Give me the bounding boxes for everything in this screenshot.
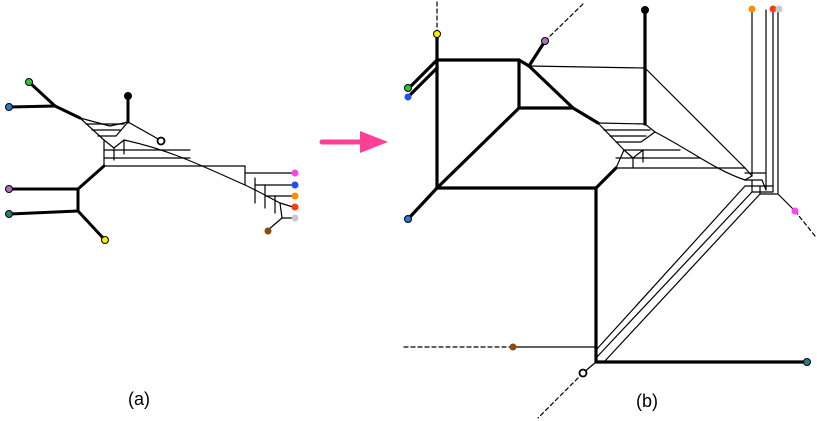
edge: [123, 139, 281, 204]
dashed-edge: [544, 1, 586, 42]
arrow-right-icon: [319, 131, 388, 153]
panel-a-nodes: [5, 78, 299, 244]
edge: [744, 167, 753, 181]
edge: [435, 166, 618, 190]
edge: [615, 131, 656, 143]
node-red: [291, 203, 299, 211]
node-orange: [291, 192, 299, 200]
edge: [27, 80, 82, 120]
edge: [528, 65, 746, 169]
node-gray: [291, 214, 299, 222]
node-white: [578, 368, 588, 378]
edge: [435, 64, 575, 190]
node-teal: [803, 358, 811, 366]
node-yellow: [101, 236, 109, 244]
node-teal: [5, 210, 13, 218]
edge: [777, 9, 796, 212]
edge: [603, 193, 761, 363]
edge: [8, 104, 57, 109]
edge: [407, 66, 439, 98]
node-green: [404, 84, 412, 92]
edge: [8, 164, 106, 191]
panel-b-graph: [403, 1, 816, 419]
node-magenta: [791, 207, 799, 215]
node-purple: [541, 37, 549, 45]
node-orange: [748, 5, 756, 13]
panel-b-nodes: [404, 5, 811, 378]
edge: [597, 122, 656, 133]
edge: [571, 106, 600, 125]
dashed-edge: [537, 372, 584, 419]
node-red: [769, 5, 777, 13]
node-green: [25, 78, 33, 86]
node-yellow: [433, 30, 441, 38]
edge: [8, 209, 80, 216]
edge: [632, 149, 644, 163]
edge: [267, 217, 283, 231]
edge: [654, 131, 746, 181]
edge: [76, 187, 106, 241]
edge: [279, 202, 294, 208]
edge: [595, 191, 753, 359]
node-purple: [5, 185, 13, 193]
edge: [113, 139, 125, 155]
node-blue: [5, 103, 13, 111]
node-blue: [404, 215, 412, 223]
edge: [97, 121, 129, 137]
dashed-edge: [794, 210, 816, 237]
node-gray: [775, 5, 783, 13]
edge: [595, 185, 746, 351]
edge: [623, 149, 634, 169]
panel-a-label: (a): [128, 389, 150, 409]
node-royal: [291, 181, 299, 189]
node-royal: [404, 93, 412, 101]
edge: [407, 39, 547, 90]
panel-b-label: (b): [636, 391, 658, 411]
node-white: [156, 136, 166, 146]
edge: [744, 179, 767, 191]
node-magenta: [291, 169, 299, 177]
edge: [407, 186, 439, 220]
node-black: [124, 92, 132, 100]
node-brown: [509, 343, 517, 351]
edge: [79, 117, 105, 167]
node-brown: [264, 227, 272, 235]
panel-a-graph: [8, 80, 294, 241]
edge: [759, 185, 779, 195]
node-black: [641, 6, 649, 14]
